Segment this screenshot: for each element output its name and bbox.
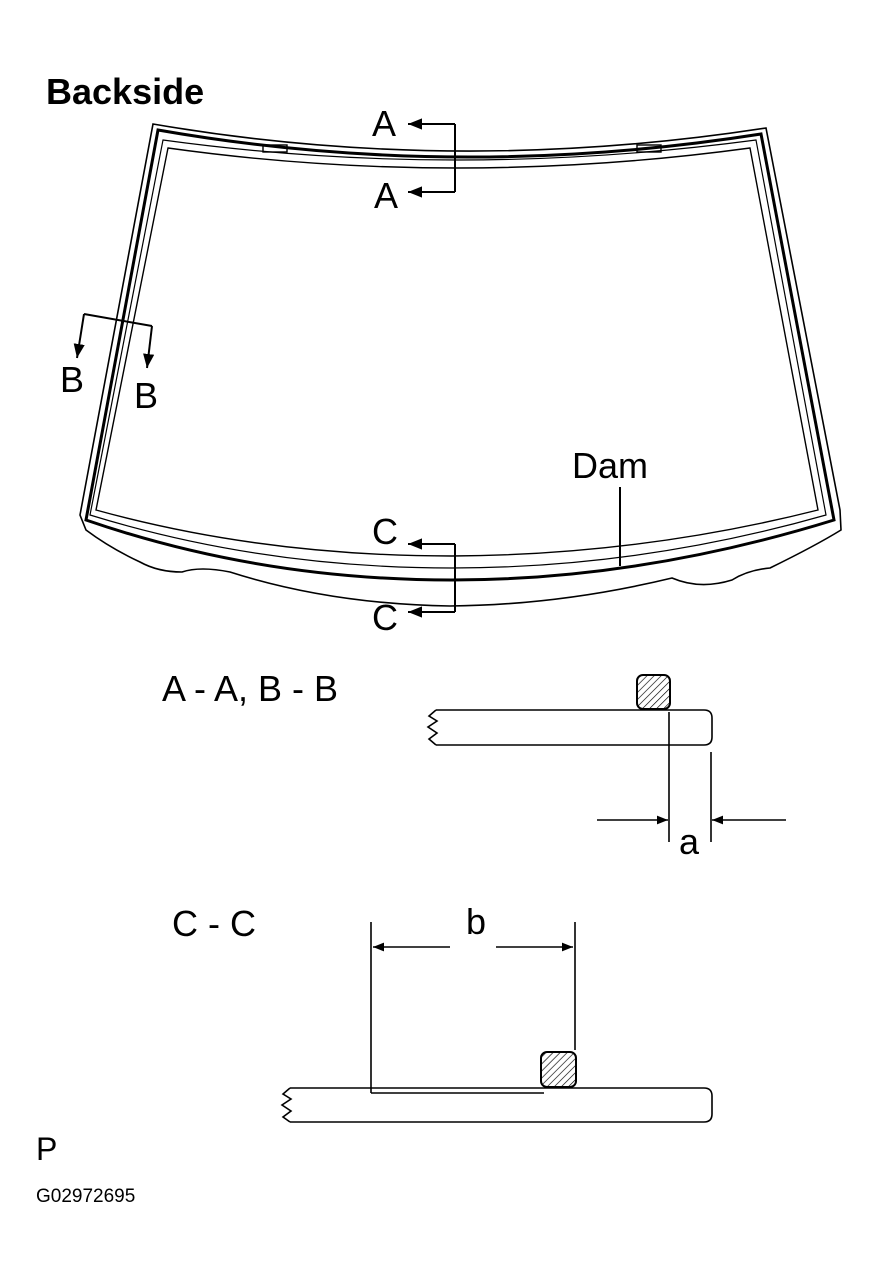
section-cc-title: C - C [172, 903, 256, 944]
top-clip-left [262, 144, 288, 153]
section-cc-glass [280, 1087, 713, 1123]
cut-label-a-top: A [372, 103, 396, 144]
dimension-b [370, 922, 576, 1093]
dimension-a-label: a [679, 821, 700, 862]
section-cc-dam [540, 1051, 577, 1088]
corner-mark: P [36, 1131, 57, 1167]
section-aa-bb-glass [426, 709, 713, 746]
figure-code: G02972695 [36, 1186, 135, 1207]
ceramic-band [84, 128, 836, 582]
section-cut-c [408, 538, 456, 618]
band-inner-line [89, 139, 827, 569]
cut-label-b-right: B [134, 375, 158, 416]
cut-label-c-bottom: C [372, 597, 398, 638]
cut-label-b-left: B [60, 359, 84, 400]
cut-label-a-bottom: A [374, 175, 398, 216]
section-cut-b [73, 313, 155, 369]
glass-outer-edge [79, 123, 842, 607]
section-cut-a [408, 118, 456, 198]
windshield [79, 123, 842, 607]
top-clip-right [636, 144, 662, 153]
dimension-a [597, 712, 786, 842]
section-aa-bb-dam [636, 674, 671, 710]
dam-label: Dam [572, 445, 648, 486]
section-aa-bb-title: A - A, B - B [162, 668, 338, 709]
dimension-b-label: b [466, 901, 486, 942]
dam-outline [95, 147, 819, 557]
diagram-title: Backside [46, 71, 204, 112]
cut-label-c-top: C [372, 511, 398, 552]
